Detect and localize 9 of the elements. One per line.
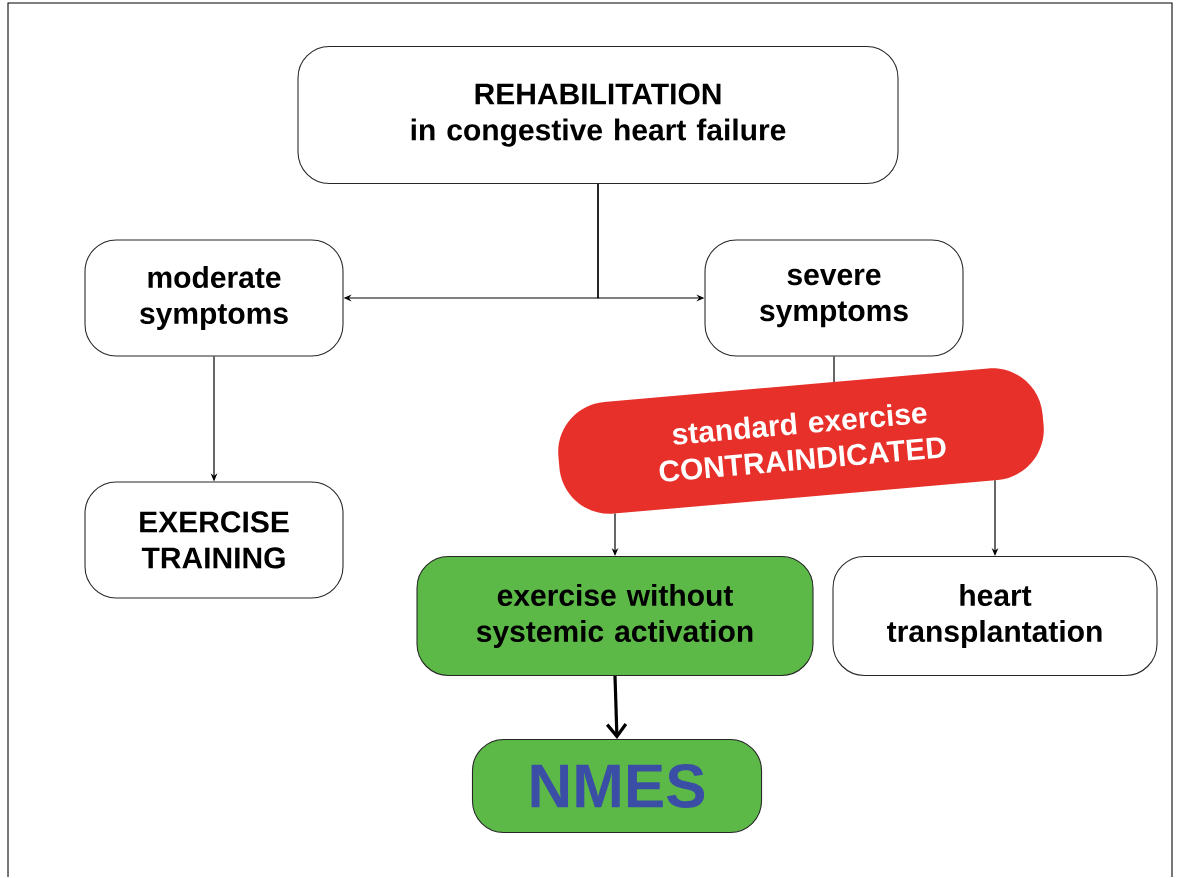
title-box: REHABILITATION in congestive heart failure bbox=[297, 45, 899, 185]
process-box: severe symptoms bbox=[704, 239, 964, 357]
process-box: heart transplantation bbox=[832, 556, 1158, 676]
arrow bbox=[606, 675, 628, 739]
process-box: moderate symptoms bbox=[84, 239, 344, 357]
process-box: exercise without systemic activation bbox=[416, 556, 814, 676]
warning-box: standard exercise CONTRAINDICATED bbox=[558, 368, 1044, 514]
process-box: EXERCISE TRAINING bbox=[84, 481, 344, 599]
result-box: NMES bbox=[471, 738, 763, 834]
